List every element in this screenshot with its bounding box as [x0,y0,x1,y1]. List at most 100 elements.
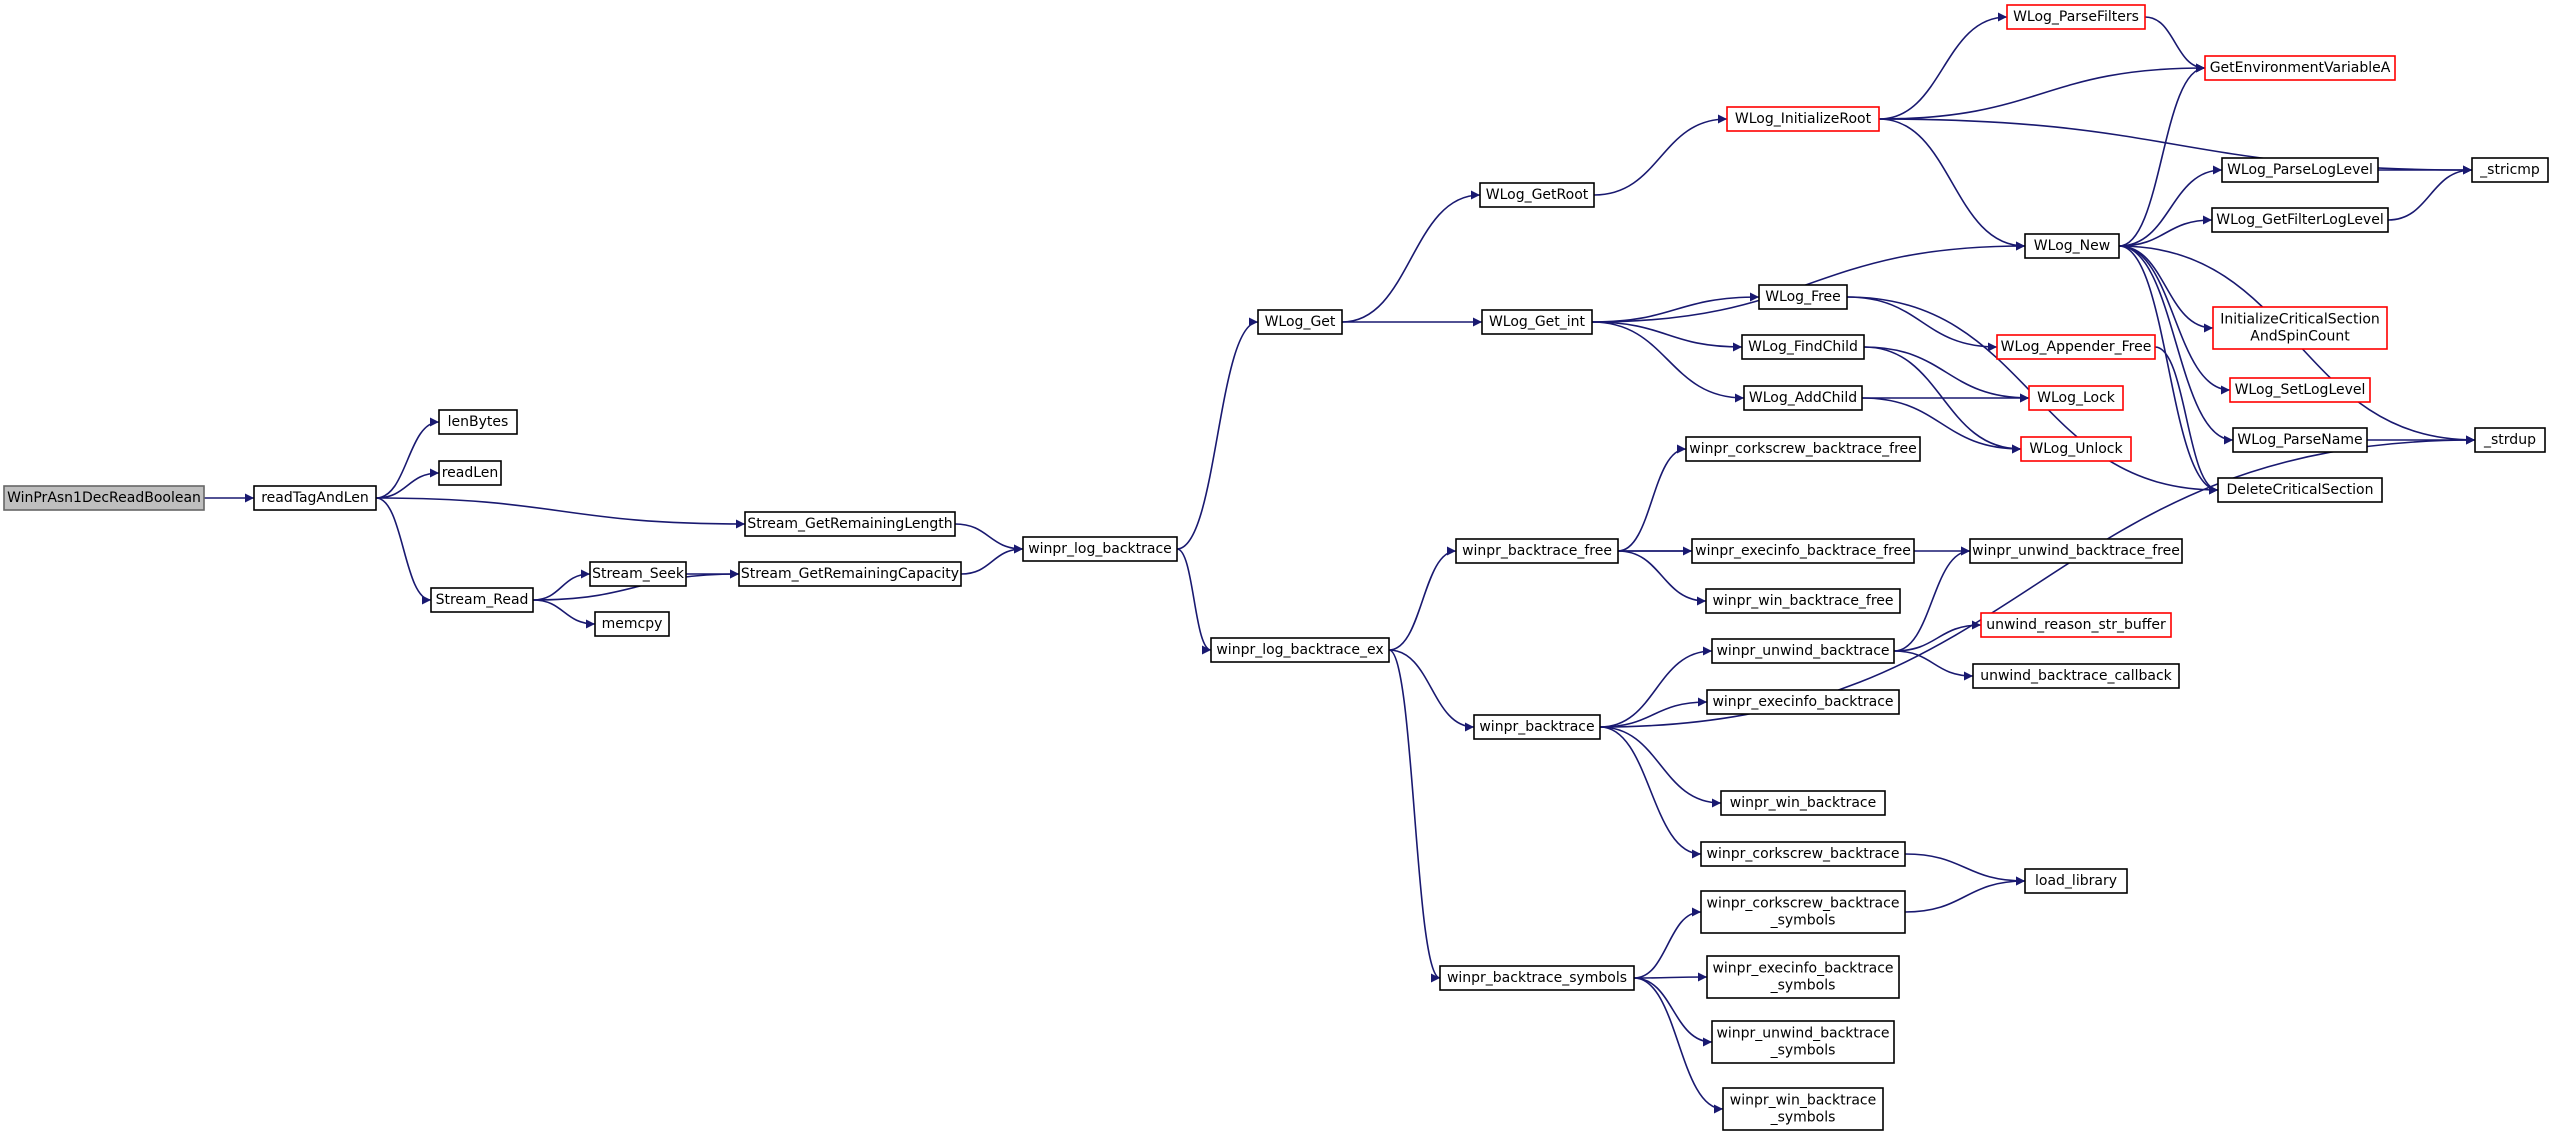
node-winpr-backtrace[interactable]: winpr_backtrace [1473,714,1601,740]
node-box [1711,638,1895,664]
edge-wlog-new-to-initialize-critical-section-and-spin-count [2118,245,2214,333]
node-winpr-corkscrew-backtrace-symbols[interactable]: winpr_corkscrew_backtrace_symbols [1700,890,1906,934]
node-winpr-win-backtrace-free[interactable]: winpr_win_backtrace_free [1705,588,1901,614]
edge-winpr-backtrace-symbols-to-winpr-win-backtrace-symbols [1633,977,1724,1114]
node-label: WLog_New [2034,238,2110,254]
node-wlog-get-root[interactable]: WLog_GetRoot [1479,182,1595,208]
node-box [2204,55,2396,81]
node-strdup[interactable]: _strdup [2474,427,2546,453]
node-label: memcpy [602,616,663,632]
node-box [1980,612,2172,638]
node-winpr-execinfo-backtrace[interactable]: winpr_execinfo_backtrace [1706,689,1900,715]
node-wlog-set-log-level[interactable]: WLog_SetLogLevel [2229,377,2371,403]
nodes: WinPrAsn1DecReadBoolean readTagAndLen lenB… [3,4,2549,1131]
node-winpr-corkscrew-backtrace-free[interactable]: winpr_corkscrew_backtrace_free [1685,436,1921,462]
node-label: WLog_Free [1765,289,1841,305]
node-read-tag-and-len[interactable]: readTagAndLen [253,485,377,511]
node-wlog-parse-log-level[interactable]: WLog_ParseLogLevel [2221,157,2379,183]
node-stream-get-remaining-length[interactable]: Stream_GetRemainingLength [744,511,956,537]
edge-winpr-log-backtrace-ex-to-winpr-backtrace-symbols [1388,649,1441,983]
node-wlog-get-filter-log-level[interactable]: WLog_GetFilterLogLevel [2211,207,2389,233]
node-label: Stream_Read [436,592,529,608]
node-wlog-find-child[interactable]: WLog_FindChild [1741,334,1865,360]
edges [204,12,2476,1114]
node-read-len[interactable]: readLen [438,460,502,486]
node-unwind-backtrace-callback[interactable]: unwind_backtrace_callback [1972,663,2180,689]
node-label: AndSpinCount [2250,329,2350,345]
node-len-bytes[interactable]: lenBytes [438,409,518,435]
node-box [1758,284,1848,310]
node-box [2474,427,2546,453]
node-winpr-unwind-backtrace[interactable]: winpr_unwind_backtrace [1711,638,1895,664]
node-label: winpr_backtrace_symbols [1447,970,1627,986]
node-wlog-new[interactable]: WLog_New [2024,233,2120,259]
node-winpr-backtrace-symbols[interactable]: winpr_backtrace_symbols [1439,965,1635,991]
node-label: winpr_backtrace_free [1462,543,1612,559]
node-winpr-log-backtrace-ex[interactable]: winpr_log_backtrace_ex [1210,637,1390,663]
node-box [1210,637,1390,663]
node-wlog-unlock[interactable]: WLog_Unlock [2020,436,2132,462]
node-winpr-execinfo-backtrace-free[interactable]: winpr_execinfo_backtrace_free [1691,538,1915,564]
node-label: WLog_Lock [2037,390,2116,406]
node-box [2024,233,2120,259]
node-stricmp[interactable]: _stricmp [2471,157,2549,183]
edge-winpr-backtrace-symbols-to-winpr-corkscrew-backtrace-symbols [1633,907,1702,979]
node-delete-critical-section[interactable]: DeleteCriticalSection [2217,477,2383,503]
node-winpr-unwind-backtrace-symbols[interactable]: winpr_unwind_backtrace_symbols [1711,1020,1895,1064]
node-winpr-log-backtrace[interactable]: winpr_log_backtrace [1022,536,1178,562]
node-root[interactable]: WinPrAsn1DecReadBoolean [3,485,205,511]
node-stream-seek[interactable]: Stream_Seek [589,561,687,587]
node-label: winpr_execinfo_backtrace_free [1695,543,1911,559]
node-label: WLog_AddChild [1749,390,1857,406]
node-label: WLog_InitializeRoot [1735,111,1872,127]
edge-winpr-backtrace-to-winpr-corkscrew-backtrace [1599,726,1702,859]
edge-winpr-corkscrew-backtrace-symbols-to-load-library [1904,876,2026,913]
edge-winpr-backtrace-symbols-to-winpr-execinfo-backtrace-symbols [1633,972,1708,982]
node-label: _strdup [2483,432,2536,448]
node-box [1691,538,1915,564]
node-label: WLog_GetFilterLogLevel [2216,212,2383,228]
node-box [1455,538,1619,564]
node-label: _stricmp [2479,162,2540,178]
node-wlog-add-child[interactable]: WLog_AddChild [1743,385,1863,411]
node-box [2232,427,2368,453]
node-wlog-parse-filters[interactable]: WLog_ParseFilters [2006,4,2146,30]
node-label: winpr_win_backtrace_free [1712,593,1893,609]
node-winpr-corkscrew-backtrace[interactable]: winpr_corkscrew_backtrace [1700,841,1906,867]
edge-wlog-get-filter-log-level-to-stricmp [2387,165,2473,221]
edge-wlog-new-to-delete-critical-section [2118,245,2219,495]
node-box [2217,477,2383,503]
node-winpr-backtrace-free[interactable]: winpr_backtrace_free [1455,538,1619,564]
node-stream-get-remaining-capacity[interactable]: Stream_GetRemainingCapacity [738,561,962,587]
node-label: winpr_execinfo_backtrace [1712,694,1893,710]
node-label: Stream_Seek [592,566,685,582]
node-wlog-get[interactable]: WLog_Get [1257,309,1343,335]
node-box [1706,689,1900,715]
edge-winpr-corkscrew-backtrace-to-load-library [1904,853,2026,886]
node-unwind-reason-str-buffer[interactable]: unwind_reason_str_buffer [1980,612,2172,638]
node-label: Stream_GetRemainingCapacity [741,566,959,582]
node-get-environment-variable-a[interactable]: GetEnvironmentVariableA [2204,55,2396,81]
node-stream-read[interactable]: Stream_Read [430,587,534,613]
node-label: WLog_ParseFilters [2013,9,2139,25]
node-load-library[interactable]: load_library [2024,868,2128,894]
node-box [2229,377,2371,403]
edge-wlog-get-int-to-wlog-add-child [1591,321,1745,403]
edge-wlog-get-int-to-wlog-free [1591,292,1760,323]
node-label: winpr_unwind_backtrace [1716,643,1889,659]
node-wlog-lock[interactable]: WLog_Lock [2028,385,2124,411]
node-winpr-execinfo-backtrace-symbols[interactable]: winpr_execinfo_backtrace_symbols [1706,955,1900,999]
node-memcpy[interactable]: memcpy [594,611,670,637]
node-wlog-free[interactable]: WLog_Free [1758,284,1848,310]
node-wlog-appender-free[interactable]: WLog_Appender_Free [1996,334,2156,360]
edge-winpr-backtrace-free-to-winpr-corkscrew-backtrace-free [1617,444,1687,552]
node-box [2024,868,2128,894]
node-winpr-win-backtrace-symbols[interactable]: winpr_win_backtrace_symbols [1722,1087,1884,1131]
node-wlog-get-int[interactable]: WLog_Get_int [1481,309,1593,335]
node-winpr-win-backtrace[interactable]: winpr_win_backtrace [1720,790,1886,816]
node-wlog-parse-name[interactable]: WLog_ParseName [2232,427,2368,453]
node-winpr-unwind-backtrace-free[interactable]: winpr_unwind_backtrace_free [1969,538,2183,564]
node-wlog-initialize-root[interactable]: WLog_InitializeRoot [1726,106,1880,132]
node-label: WLog_ParseLogLevel [2227,162,2373,178]
